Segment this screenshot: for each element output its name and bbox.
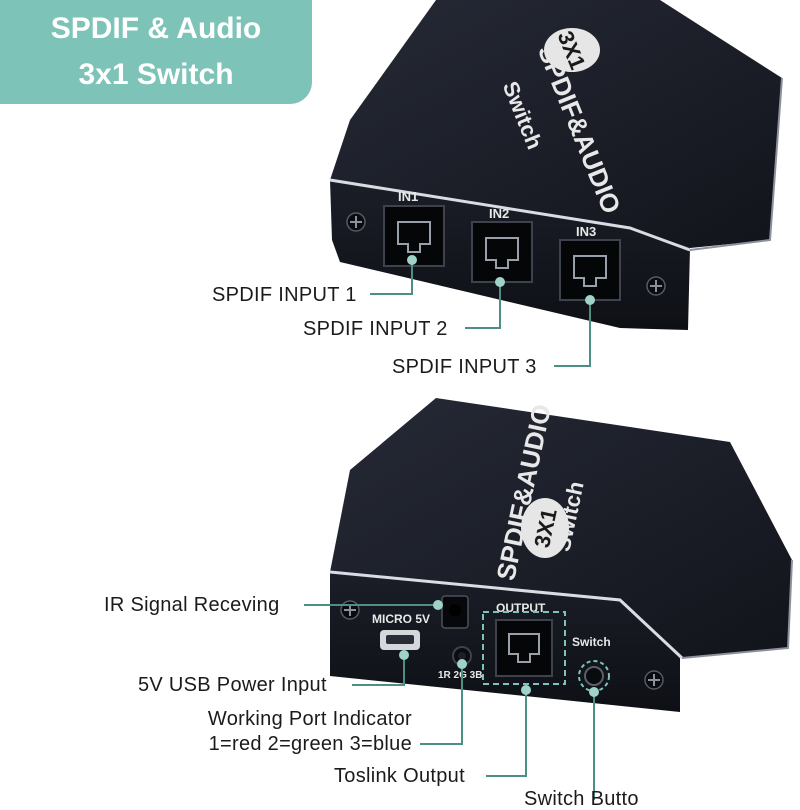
callout-spdif-input-1: SPDIF INPUT 1 bbox=[212, 284, 357, 306]
callout-switch-button: Switch Butto bbox=[524, 788, 639, 810]
device-bottom-model-badge bbox=[521, 498, 569, 558]
callout-dot bbox=[407, 255, 417, 265]
switch-button-icon bbox=[584, 666, 604, 686]
screw-icon bbox=[646, 276, 666, 296]
callout-dot bbox=[495, 277, 505, 287]
port-label-in3: IN3 bbox=[576, 224, 596, 239]
device-top-top-face bbox=[330, 0, 782, 248]
callout-dot bbox=[585, 295, 595, 305]
output-highlight-box bbox=[482, 611, 566, 685]
callout-dot bbox=[457, 659, 467, 669]
callout-spdif-input-2: SPDIF INPUT 2 bbox=[303, 318, 448, 340]
indicator-led-icon bbox=[452, 646, 472, 666]
micro-usb-port-icon bbox=[380, 630, 420, 650]
callout-lines-top bbox=[370, 260, 591, 367]
screw-icon bbox=[346, 212, 366, 232]
title-line-2: 3x1 Switch bbox=[78, 58, 234, 91]
indicator-label: 1R 2G 3B bbox=[438, 670, 482, 681]
callout-dot bbox=[433, 600, 443, 610]
toslink-port-output bbox=[495, 619, 553, 677]
toslink-port-in3 bbox=[559, 239, 621, 301]
callout-ir-signal: IR Signal Receving bbox=[104, 594, 280, 616]
device-bottom: SPDIF&AUDIO Switch 3X1 MICRO 5V OUTPUT S… bbox=[304, 398, 793, 800]
device-top-model-badge bbox=[544, 28, 600, 72]
port-label-in2: IN2 bbox=[489, 206, 509, 221]
device-top-edge-highlight bbox=[329, 178, 691, 252]
callout-toslink-output: Toslink Output bbox=[334, 765, 465, 787]
screw-icon bbox=[340, 600, 360, 620]
device-top: SPDIF&AUDIO Switch 3X1 IN1 IN2 IN3 bbox=[329, 0, 783, 367]
callout-dot bbox=[589, 687, 599, 697]
micro-5v-label: MICRO 5V bbox=[372, 612, 430, 626]
callout-dot bbox=[399, 650, 409, 660]
callout-lines-bottom bbox=[304, 604, 595, 800]
port-label-in1: IN1 bbox=[398, 189, 418, 204]
callout-usb-power: 5V USB Power Input bbox=[138, 674, 327, 696]
switch-label: Switch bbox=[572, 635, 611, 649]
callout-indicator-line-2: 1=red 2=green 3=blue bbox=[208, 733, 412, 755]
toslink-port-in2 bbox=[471, 221, 533, 283]
title-badge: SPDIF & Audio 3x1 Switch bbox=[0, 0, 312, 104]
ir-receiver-icon bbox=[441, 595, 469, 629]
screw-icon bbox=[644, 670, 664, 690]
title-line-1: SPDIF & Audio bbox=[50, 12, 262, 45]
callout-spdif-input-3: SPDIF INPUT 3 bbox=[392, 356, 537, 378]
callout-dot bbox=[521, 685, 531, 695]
device-bottom-edge-highlight bbox=[329, 570, 684, 660]
callout-indicator-line-1: Working Port Indicator bbox=[207, 708, 412, 730]
